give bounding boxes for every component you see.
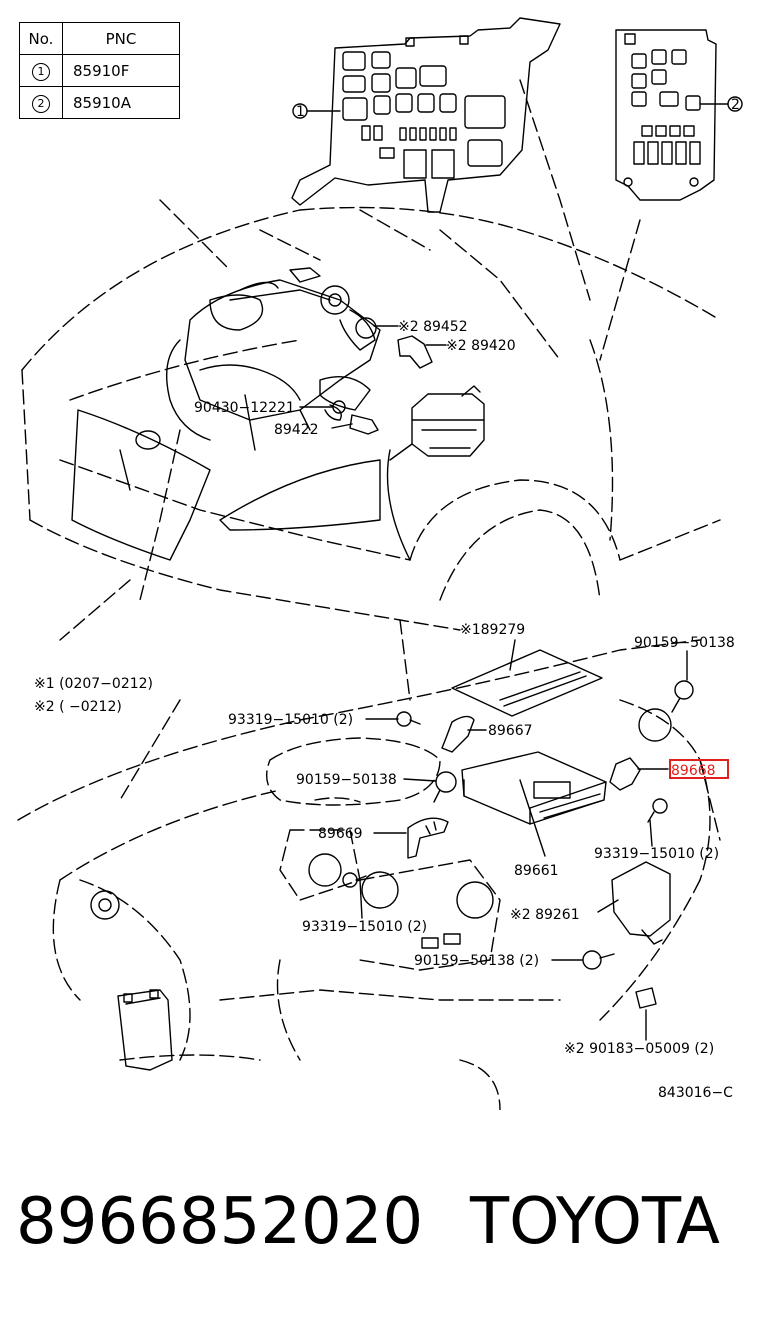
label-89661: 89661 <box>514 863 559 879</box>
row-pnc: 85910F <box>62 54 180 87</box>
pnc-table-row: 1 85910F <box>19 54 180 87</box>
label-89420: ※2 89420 <box>446 338 516 354</box>
part-number: 8966852020 <box>16 1185 424 1259</box>
bolt-top-right <box>671 680 694 713</box>
label-89261: ※2 89261 <box>510 907 580 923</box>
label-93319-c: 93319−15010 (2) <box>594 846 719 862</box>
label-89668: 89668 <box>671 763 716 779</box>
row-number: 1 <box>32 62 50 81</box>
bracket-89669-drawing <box>407 817 449 859</box>
label-89452: ※2 89452 <box>398 319 468 335</box>
bolt-93319-a <box>396 711 421 727</box>
label-89422: 89422 <box>274 422 319 438</box>
label-90159-mid: 90159−50138 <box>296 772 397 788</box>
bolt-93319-b <box>342 872 367 888</box>
header-pnc: PNC <box>62 22 180 55</box>
note-1: ※1 (0207−0212) <box>34 676 153 692</box>
label-90159-low: 90159−50138 (2) <box>414 953 539 969</box>
label-189279: ※189279 <box>460 622 525 638</box>
note-2: ※2 ( −0212) <box>34 699 122 715</box>
dashboard-outline <box>17 639 721 1110</box>
bracket-89668-drawing <box>609 757 641 791</box>
pnc-table-row: 2 85910A <box>19 86 180 119</box>
ecu-89661-drawing <box>461 751 607 825</box>
car-body-outline <box>21 79 721 701</box>
bolt-93319-c <box>647 798 668 823</box>
grille-drawing <box>71 409 411 561</box>
highlight-box <box>669 759 729 779</box>
label-93319-b: 93319−15010 (2) <box>302 919 427 935</box>
label-89667: 89667 <box>488 723 533 739</box>
engine-drawing <box>165 267 381 451</box>
fuse-box-2-drawing <box>615 29 717 201</box>
label-93319-a: 93319−15010 (2) <box>228 712 353 728</box>
side-connector-drawing <box>117 989 173 1071</box>
callout-1-text: 1 <box>296 104 305 120</box>
label-90183: ※2 90183−05009 (2) <box>564 1041 714 1057</box>
bolt-90159-mid <box>433 771 457 803</box>
brand-name: TOYOTA <box>470 1185 720 1259</box>
sensor-89420-drawing <box>397 335 433 369</box>
label-90159-top: 90159−50138 <box>634 635 735 651</box>
relay-box-drawing <box>389 385 485 461</box>
bolt-90159-low <box>582 950 615 970</box>
module-89261-drawing <box>611 861 671 945</box>
bracket-89667-drawing <box>441 715 475 753</box>
callout-2-text: 2 <box>731 97 740 113</box>
row-number: 2 <box>32 94 50 113</box>
fuse-box-1-drawing <box>291 17 561 213</box>
footer: 8966852020 TOYOTA <box>0 1185 760 1285</box>
pnc-table-header: No. PNC <box>19 22 180 55</box>
clip-90183-drawing <box>635 987 657 1009</box>
label-89669: 89669 <box>318 826 363 842</box>
header-no: No. <box>19 22 63 55</box>
pnc-table: No. PNC 1 85910F 2 85910A <box>19 22 180 119</box>
row-pnc: 85910A <box>62 86 180 119</box>
label-90430: 90430−12221 <box>194 400 295 416</box>
parts-diagram: 1 2 ※2 89452 ※2 89420 90430−12221 89422 … <box>17 17 743 1110</box>
diagram-code: 843016−C <box>658 1085 733 1101</box>
